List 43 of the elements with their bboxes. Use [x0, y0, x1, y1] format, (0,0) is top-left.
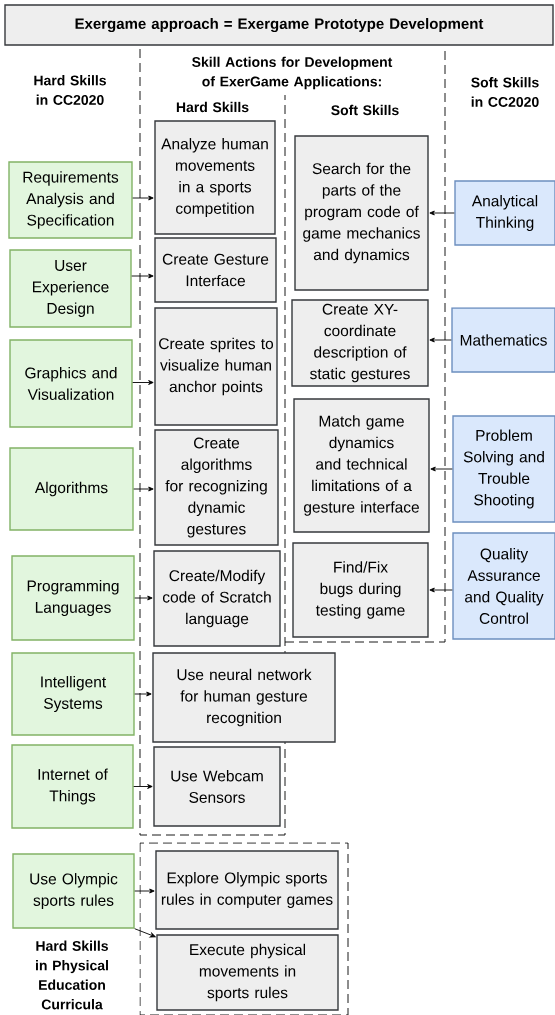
action-box: Use Webcam Sensors — [153, 746, 281, 827]
skill-box: Mathematics — [451, 307, 555, 373]
action-box: Create XY-coordinate description of static gestures — [291, 299, 429, 387]
action-box: Create Gesture Interface — [154, 237, 277, 303]
arrow — [134, 928, 156, 938]
arrow — [133, 784, 153, 789]
arrow — [133, 486, 154, 492]
arrow — [429, 587, 453, 593]
skill-box: Internet of Things — [11, 744, 134, 829]
action-box: Use neural network for human gesture recognition — [152, 652, 336, 743]
title-box: Exergame approach = Exergame Prototype Development — [4, 4, 554, 46]
column-heading: Skill Actions for Development of ExerGame Applications: — [192, 56, 393, 90]
arrow — [134, 595, 153, 601]
arrow — [429, 337, 452, 343]
skill-box: User Experience Design — [9, 249, 132, 328]
action-box: Create sprites to visualize human anchor points — [154, 307, 278, 426]
action-box: Find/Fix bugs during testing game — [292, 542, 429, 638]
arrow — [132, 195, 154, 201]
skill-box: Intelligent Systems — [11, 652, 135, 736]
arrow — [134, 888, 155, 894]
arrow — [134, 691, 152, 697]
arrow — [429, 210, 455, 216]
action-box: Create algorithms for recognizing dynamic gestures — [154, 429, 279, 546]
action-box: Match game dynamics and technical limitations of a gesture interface — [293, 398, 430, 533]
skill-box: Use Olympic sports rules — [12, 853, 135, 929]
skill-box: Algorithms — [9, 447, 134, 531]
arrow — [132, 380, 154, 385]
arrow — [131, 273, 154, 279]
action-box: Analyze human movements in a sports competition — [154, 120, 276, 235]
skill-box: Programming Languages — [11, 555, 135, 641]
skill-box: Analytical Thinking — [454, 180, 555, 246]
action-box: Execute physical movements in sports rules — [156, 934, 339, 1011]
skill-box: Quality Assurance and Quality Control — [452, 532, 555, 640]
column-heading: Soft Skills in CC2020 — [471, 77, 539, 107]
skill-box: Requirements Analysis and Specification — [8, 161, 133, 239]
action-box: Search for the parts of the program code of game mechanics and dynamics — [294, 135, 429, 291]
dashed-box — [139, 842, 349, 1015]
arrow — [430, 466, 453, 472]
skill-box: Problem Solving and Trouble Shooting — [452, 415, 555, 523]
action-box: Explore Olympic sports rules in computer games — [155, 850, 339, 930]
column-heading: Hard Skills in CC2020 — [34, 75, 106, 105]
skill-box: Graphics and Visualization — [9, 339, 133, 428]
action-box: Create/Modify code of Scratch language — [153, 550, 281, 647]
